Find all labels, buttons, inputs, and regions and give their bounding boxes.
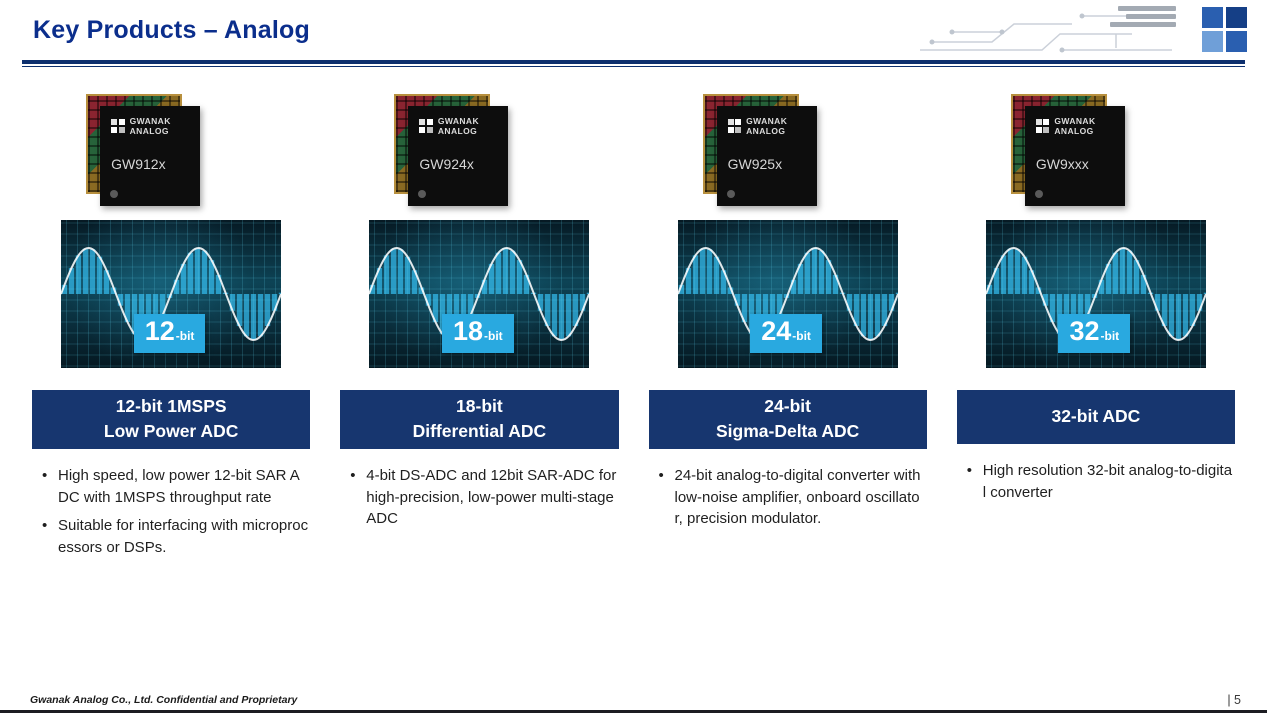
product-column-gw925x: GWANAK ANALOG GW925x 24 -bit 24-bit Sigm… xyxy=(648,94,927,566)
chip-brand-line2: ANALOG xyxy=(1054,126,1094,137)
bullet-item: High speed, low power 12-bit SAR ADC wit… xyxy=(42,465,308,509)
product-title-line1: 12-bit 1MSPS xyxy=(115,396,227,416)
product-title-bar: 32-bit ADC xyxy=(956,390,1235,444)
chip-brand-text: GWANAK ANALOG xyxy=(746,116,787,136)
product-title-line1: 32-bit ADC xyxy=(1051,406,1141,427)
circuit-pattern-decoration xyxy=(920,6,1176,53)
slide-bottom-edge xyxy=(0,710,1267,713)
bullet-item: High resolution 32-bit analog-to-digital… xyxy=(967,460,1233,504)
bit-label: 24 -bit xyxy=(750,314,822,353)
bit-value: 24 xyxy=(761,316,792,347)
chip-brand-line2: ANALOG xyxy=(437,126,478,137)
gwanak-logo-icon xyxy=(419,119,433,133)
product-column-gw9xxx: GWANAK ANALOG GW9xxx 32 -bit 32-bit ADC … xyxy=(956,94,1235,566)
page-title: Key Products – Analog xyxy=(33,16,310,44)
chip-brand-line1: GWANAK xyxy=(437,116,479,126)
product-title-bar: 24-bit Sigma-Delta ADC xyxy=(648,390,927,449)
product-bullets: 4-bit DS-ADC and 12bit SAR-ADC for high-… xyxy=(340,465,618,530)
chip-package: GWANAK ANALOG GW912x xyxy=(100,106,201,206)
product-bullets: 24-bit analog-to-digital converter with … xyxy=(649,465,927,530)
page-number: | 5 xyxy=(1227,693,1241,707)
chip-part-number: GW924x xyxy=(419,156,474,172)
chip-part-number: GW912x xyxy=(111,156,166,172)
bit-label: 18 -bit xyxy=(441,314,514,353)
bit-label: 12 -bit xyxy=(133,314,206,353)
chip-brand-text: GWANAK ANALOG xyxy=(130,116,171,136)
chip-image: GWANAK ANALOG GW925x xyxy=(702,94,817,206)
product-bullets: High speed, low power 12-bit SAR ADC wit… xyxy=(32,465,310,559)
bit-suffix: -bit xyxy=(1100,329,1120,344)
adc-waveform-image: 12 -bit xyxy=(61,220,282,368)
chip-image: GWANAK ANALOG GW912x xyxy=(86,94,201,206)
chip-image: GWANAK ANALOG GW9xxx xyxy=(1010,94,1125,206)
company-logo-icon xyxy=(1202,7,1247,52)
bit-value: 18 xyxy=(452,316,484,347)
slide-header: Key Products – Analog xyxy=(0,0,1267,70)
bullet-item: Suitable for interfacing with microproce… xyxy=(42,515,308,559)
chip-brand-line1: GWANAK xyxy=(129,116,171,126)
chip-brand-text: GWANAK ANALOG xyxy=(438,116,479,136)
confidentiality-notice: Gwanak Analog Co., Ltd. Confidential and… xyxy=(30,694,298,706)
adc-waveform-image: 18 -bit xyxy=(369,220,590,368)
chip-part-number: GW925x xyxy=(727,156,783,172)
product-title-line1: 18-bit xyxy=(456,396,503,416)
product-title-line2: Low Power ADC xyxy=(103,421,239,442)
product-bullets: High resolution 32-bit analog-to-digital… xyxy=(957,460,1235,504)
chip-package: GWANAK ANALOG GW9xxx xyxy=(1024,106,1125,206)
product-title-bar: 12-bit 1MSPS Low Power ADC xyxy=(32,390,311,449)
bullet-item: 24-bit analog-to-digital converter with … xyxy=(659,465,925,530)
gwanak-logo-icon xyxy=(727,119,742,133)
product-title-line2: Differential ADC xyxy=(412,421,547,442)
bit-label: 32 -bit xyxy=(1058,314,1131,353)
chip-brand-line1: GWANAK xyxy=(1054,116,1096,126)
bullet-item: 4-bit DS-ADC and 12bit SAR-ADC for high-… xyxy=(350,465,616,530)
chip-pin1-dot xyxy=(110,190,119,198)
chip-pin1-dot xyxy=(726,190,735,198)
chip-brand-line2: ANALOG xyxy=(129,126,169,137)
bit-value: 32 xyxy=(1069,316,1100,347)
chip-package: GWANAK ANALOG GW925x xyxy=(716,106,817,206)
bit-suffix: -bit xyxy=(484,329,503,344)
gwanak-logo-icon xyxy=(111,119,125,133)
adc-waveform-image: 24 -bit xyxy=(677,220,898,368)
title-divider xyxy=(22,60,1245,67)
chip-package: GWANAK ANALOG GW924x xyxy=(408,106,509,206)
chip-pin1-dot xyxy=(418,190,427,198)
product-title-line1: 24-bit xyxy=(764,396,811,416)
chip-brand-line1: GWANAK xyxy=(746,116,788,126)
chip-image: GWANAK ANALOG GW924x xyxy=(394,94,509,206)
adc-waveform-image: 32 -bit xyxy=(985,220,1206,368)
bit-suffix: -bit xyxy=(792,329,811,344)
product-title-bar: 18-bit Differential ADC xyxy=(340,390,619,449)
bit-suffix: -bit xyxy=(175,329,195,344)
chip-pin1-dot xyxy=(1034,190,1043,198)
product-column-gw912x: GWANAK ANALOG GW912x 12 -bit 12-bit 1MSP… xyxy=(32,94,311,566)
products-grid: GWANAK ANALOG GW912x 12 -bit 12-bit 1MSP… xyxy=(32,94,1235,566)
gwanak-logo-icon xyxy=(1035,119,1050,133)
chip-brand-line2: ANALOG xyxy=(746,126,786,137)
chip-part-number: GW9xxx xyxy=(1035,156,1089,172)
chip-brand-text: GWANAK ANALOG xyxy=(1054,116,1095,136)
bit-value: 12 xyxy=(144,316,175,347)
product-title-line2: Sigma-Delta ADC xyxy=(715,421,860,442)
product-column-gw924x: GWANAK ANALOG GW924x 18 -bit 18-bit Diff… xyxy=(340,94,619,566)
